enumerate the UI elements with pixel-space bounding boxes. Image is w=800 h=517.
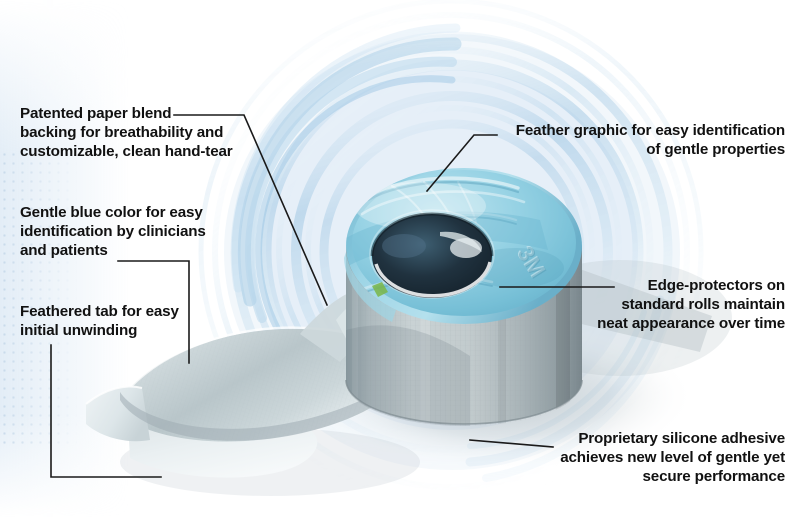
leader-line-color [117,260,190,364]
callout-gentle-blue-color: Gentle blue color for easy identificatio… [20,204,206,260]
leader-line-tab [50,344,162,478]
disc-front-lip [344,252,396,322]
leader-line-backing [173,114,329,307]
accent-green-mark [372,282,388,297]
leader-line-feather [425,134,498,193]
callout-proprietary-silicone-adhesive: Proprietary silicone adhesive achieves n… [560,430,785,486]
leader-line-adhesive [469,439,554,448]
callout-patented-paper-blend-backing: Patented paper blend backing for breatha… [20,105,233,161]
callout-feathered-tab: Feathered tab for easy initial unwinding [20,303,179,340]
callout-edge-protectors: Edge-protectors on standard rolls mainta… [597,277,785,333]
callout-feather-graphic: Feather graphic for easy identification … [515,122,785,159]
edge-protector-disc: 3M 3M [346,168,582,324]
